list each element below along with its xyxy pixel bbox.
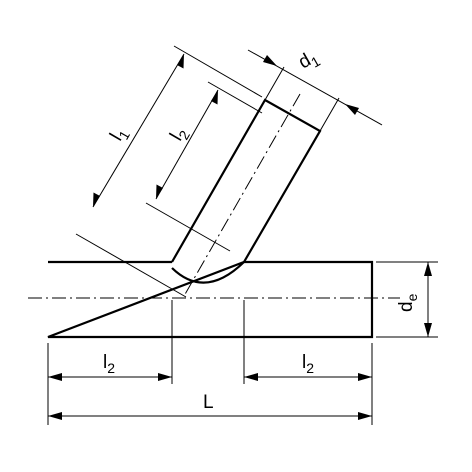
label-l1: l1 xyxy=(106,123,133,146)
label-total-length: L xyxy=(203,392,214,413)
arrowhead-d1-left xyxy=(263,55,277,66)
ext-line-top-short xyxy=(207,81,263,114)
arrowhead-l1-top xyxy=(177,54,184,69)
branch-pipe-outline xyxy=(171,98,322,263)
arrowhead-d1-right xyxy=(345,104,359,115)
ext-line-top-long xyxy=(173,45,263,98)
arrowhead-l2-branch-top xyxy=(211,90,218,105)
arrowhead-l2-right-end xyxy=(358,373,372,381)
run-pipe-outline xyxy=(47,260,374,339)
label-de: de xyxy=(396,293,420,312)
label-d1: d1 xyxy=(295,46,323,76)
arrowhead-L-end xyxy=(358,412,372,420)
arrowhead-l2-left-end xyxy=(158,373,172,381)
ext-line-l2-bottom xyxy=(145,202,231,252)
dim-line-l1 xyxy=(92,53,185,208)
label-l2-branch: l2 xyxy=(166,123,193,146)
label-l2-right: l2 xyxy=(302,352,314,376)
ext-line-d1-left xyxy=(264,66,285,101)
arrowhead-L-start xyxy=(48,412,62,420)
intersection-curve xyxy=(171,261,245,284)
ext-line-l1-bottom xyxy=(75,233,187,298)
arrowhead-de-bottom xyxy=(424,323,432,337)
arrowhead-l2-branch-bottom xyxy=(156,184,163,199)
arrowhead-l2-right-start xyxy=(244,373,258,381)
label-l2-left: l2 xyxy=(103,352,115,376)
dim-line-l2-branch xyxy=(155,89,219,200)
arrowhead-l2-left-start xyxy=(48,373,62,381)
ext-line-d1-right xyxy=(319,97,340,132)
branch-centerline xyxy=(183,93,301,297)
arrowhead-l1-bottom xyxy=(93,192,100,207)
arrowhead-de-top xyxy=(424,262,432,276)
